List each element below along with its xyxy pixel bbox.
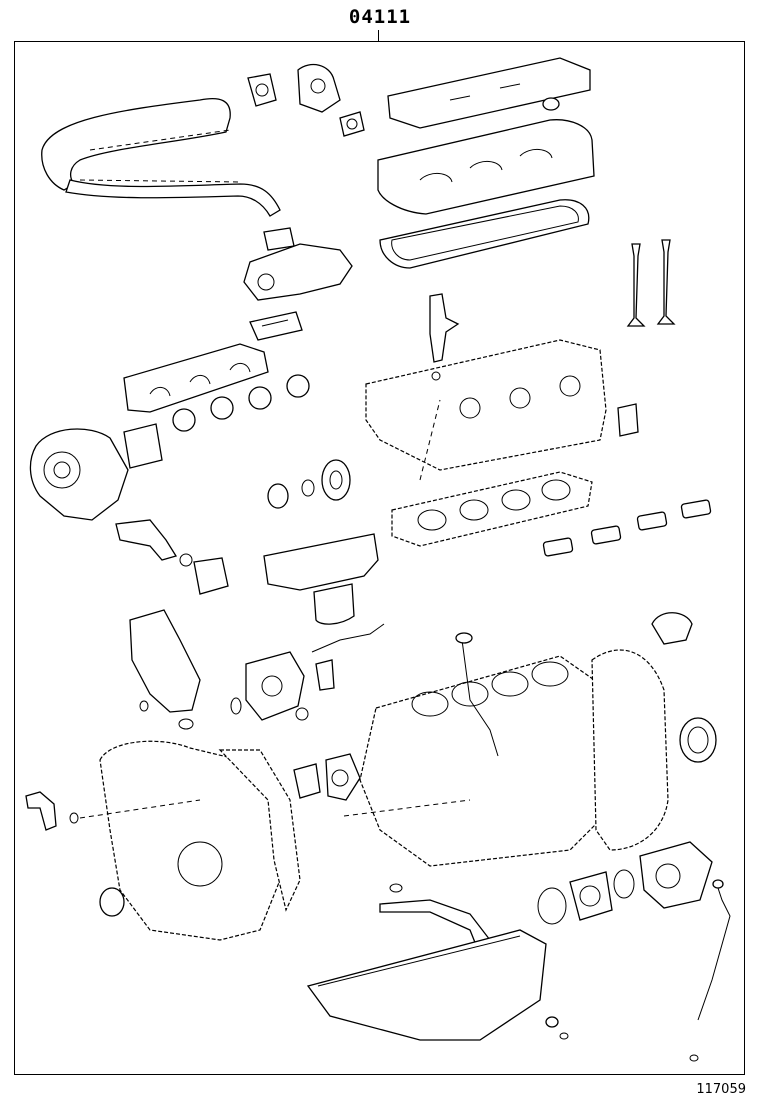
cylinder-head[interactable]	[365, 339, 607, 471]
oil-pipe[interactable]	[311, 623, 385, 691]
o-ring-cam[interactable]	[301, 479, 315, 497]
oil-cooler[interactable]	[263, 533, 379, 625]
injection-pump-drive-gasket[interactable]	[325, 753, 361, 801]
vacuum-pump-o-ring-small[interactable]	[613, 869, 635, 899]
water-outlet-gasket[interactable]	[339, 111, 365, 137]
timing-gear-case-cover-plate[interactable]	[651, 612, 693, 645]
egr-valve-gasket[interactable]	[263, 227, 295, 251]
camshaft-oil-seal[interactable]	[267, 483, 289, 509]
vacuum-pump-plate[interactable]	[569, 871, 613, 921]
vacuum-pump[interactable]	[639, 841, 713, 909]
intake-valve[interactable]	[626, 243, 646, 327]
alignment-line	[419, 399, 441, 481]
glow-plug-3[interactable]	[636, 511, 668, 531]
oil-filter-bracket[interactable]	[129, 609, 201, 713]
crankshaft-front-seal[interactable]	[99, 887, 125, 917]
bracket-o-rings[interactable]	[139, 700, 194, 730]
exhaust-valve[interactable]	[656, 239, 676, 325]
oil-filler-cap[interactable]	[542, 97, 560, 111]
oil-pan-drain-plug[interactable]	[545, 1016, 569, 1040]
cylinder-head-side-gasket[interactable]	[617, 403, 639, 437]
camshaft-timing-pulley[interactable]	[321, 459, 351, 501]
diagram-frame	[14, 41, 745, 1075]
turbocharger[interactable]	[29, 428, 129, 521]
cylinder-block[interactable]	[359, 655, 601, 867]
cylinder-head-cover-gasket[interactable]	[379, 199, 590, 269]
alignment-line	[343, 799, 471, 817]
cylinder-head-cover[interactable]	[377, 119, 595, 215]
oil-level-gauge[interactable]	[689, 879, 731, 1062]
injection-nozzle[interactable]	[429, 293, 460, 381]
egr-gasket-top[interactable]	[247, 73, 277, 107]
vacuum-pump-o-ring-large[interactable]	[537, 887, 567, 925]
oil-dipstick-guide[interactable]	[455, 632, 499, 757]
egr-pipe[interactable]	[41, 97, 281, 217]
water-outlet-housing[interactable]	[297, 63, 341, 113]
flywheel-housing[interactable]	[591, 649, 669, 851]
glow-plug-2[interactable]	[590, 525, 622, 545]
cylinder-head-gasket[interactable]	[391, 471, 593, 547]
timing-case-gasket[interactable]	[218, 749, 301, 912]
exhaust-manifold[interactable]	[123, 343, 269, 413]
alignment-line	[79, 179, 241, 183]
egr-valve[interactable]	[243, 243, 353, 301]
idler-bracket[interactable]	[293, 763, 321, 799]
cylinder-head-cover-top[interactable]	[387, 57, 591, 129]
exhaust-manifold-gaskets[interactable]	[172, 374, 310, 432]
exhaust-manifold-gasket-small[interactable]	[249, 311, 303, 341]
label-leader-line	[378, 30, 379, 42]
rear-oil-seal[interactable]	[679, 717, 717, 763]
water-bypass-pipe[interactable]	[115, 519, 178, 561]
oil-pan[interactable]	[306, 929, 547, 1041]
oil-level-sensor[interactable]	[25, 791, 79, 831]
water-pump-o-rings[interactable]	[230, 697, 309, 721]
glow-plug-4[interactable]	[680, 499, 712, 519]
timing-gear-case[interactable]	[99, 740, 281, 941]
water-pump[interactable]	[245, 651, 305, 721]
part-group-label: 04111	[348, 6, 412, 28]
turbocharger-gasket[interactable]	[123, 423, 163, 469]
thermostat-housing[interactable]	[179, 553, 229, 595]
reference-number: 117059	[696, 1082, 746, 1097]
glow-plug-1[interactable]	[542, 537, 574, 557]
